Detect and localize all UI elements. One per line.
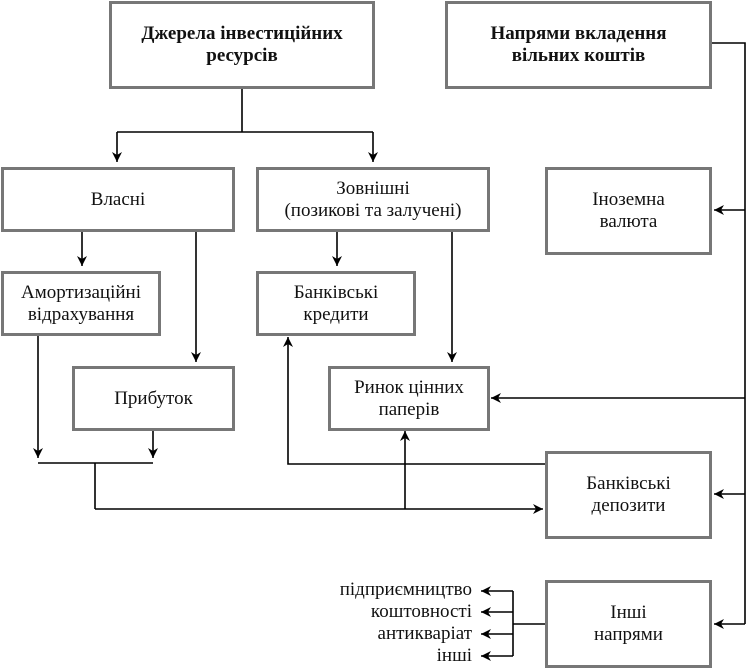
other-item-other: інші bbox=[436, 645, 472, 666]
investment-directions-line-2: вільних коштів bbox=[511, 45, 646, 66]
external-resources-box: Зовнішні (позикові та залучені) bbox=[256, 167, 490, 232]
external-resources-line-1: Зовнішні bbox=[336, 177, 410, 199]
foreign-currency-line-1: Іноземна bbox=[592, 189, 665, 210]
investment-directions-line-1: Напрями вкладення bbox=[490, 23, 667, 44]
other-directions-line-1: Інші bbox=[610, 602, 647, 623]
line-directions-out bbox=[710, 42, 746, 624]
other-item-antiques: антикваріат bbox=[377, 623, 472, 644]
depreciation-box: Амортизаційні відрахування bbox=[1, 271, 161, 336]
other-item-entrepreneurship: підприємництво bbox=[339, 579, 472, 600]
investment-sources-line-2: ресурсів bbox=[206, 45, 278, 66]
depreciation-line-1: Амортизаційні bbox=[21, 281, 141, 303]
depreciation-line-2: відрахування bbox=[27, 303, 135, 325]
bank-credits-box: Банківські кредити bbox=[256, 271, 416, 336]
bank-credits-line-1: Банківські bbox=[293, 281, 379, 303]
foreign-currency-line-2: валюта bbox=[599, 211, 658, 232]
profit-label: Прибуток bbox=[114, 387, 193, 409]
bank-deposits-line-2: депозити bbox=[591, 495, 666, 516]
profit-box: Прибуток bbox=[72, 366, 235, 431]
bank-deposits-box: Банківські депозити bbox=[545, 451, 712, 539]
bank-credits-line-2: кредити bbox=[303, 303, 369, 325]
arrow-deposits-to-credits bbox=[283, 337, 545, 465]
other-item-valuables: коштовності bbox=[370, 601, 472, 622]
investment-sources-line-1: Джерела інвестиційних bbox=[141, 23, 343, 44]
investment-sources-box: Джерела інвестиційних ресурсів bbox=[109, 1, 375, 89]
bank-deposits-line-1: Банківські bbox=[586, 473, 671, 494]
securities-market-line-1: Ринок цінних bbox=[354, 376, 464, 398]
securities-market-line-2: паперів bbox=[378, 398, 440, 420]
securities-market-box: Ринок цінних паперів bbox=[328, 366, 490, 431]
external-resources-line-2: (позикові та залучені) bbox=[284, 199, 462, 221]
other-directions-line-2: напрями bbox=[594, 624, 663, 645]
investment-directions-box: Напрями вкладення вільних коштів bbox=[445, 1, 712, 89]
own-resources-box: Власні bbox=[1, 167, 235, 232]
foreign-currency-box: Іноземна валюта bbox=[545, 167, 712, 255]
other-directions-box: Інші напрями bbox=[545, 580, 712, 668]
own-resources-label: Власні bbox=[90, 188, 146, 210]
